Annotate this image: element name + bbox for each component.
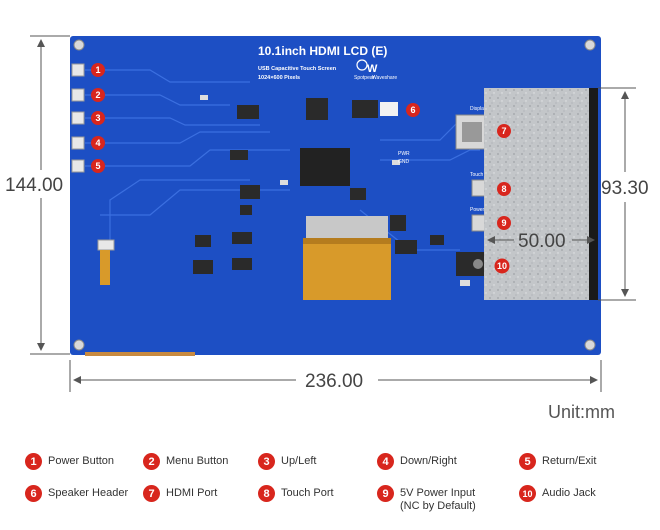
legend-item-7: 7 HDMI Port [143,485,217,502]
legend: 1 Power Button 2 Menu Button 3 Up/Left 4… [0,448,660,528]
legend-num: 2 [143,453,160,470]
legend-item-3: 3 Up/Left [258,453,316,470]
callout-2: 2 [91,88,105,102]
legend-num: 9 [377,485,394,502]
svg-text:9: 9 [501,218,506,228]
port-label-power: Power Only [470,207,496,213]
legend-label: Return/Exit [542,455,597,467]
pcb-traces [85,69,480,251]
dimension-width [69,360,602,392]
svg-text:6: 6 [410,105,415,115]
width-label: 236.00 [305,371,363,392]
legend-label: HDMI Port [166,487,218,499]
legend-label: Power Button [48,455,115,467]
logos: W Spotpear Waveshare [354,59,397,81]
svg-text:2: 2 [95,90,100,100]
legend-label: 5V Power Input (NC by Default) [400,487,476,512]
svg-text:8: 8 [501,184,506,194]
legend-item-6: 6 Speaker Header [25,485,128,502]
legend-label: Up/Left [281,455,317,467]
legend-label: Menu Button [166,455,229,467]
dimension-screen-height [598,87,636,301]
legend-num: 8 [258,485,275,502]
pwr-label: PWR [398,151,410,157]
board-resolution: 1024×600 Pixels [258,75,300,81]
svg-text:5: 5 [95,161,100,171]
legend-num: 7 [143,485,160,502]
legend-label: Audio Jack [542,487,596,499]
svg-text:10: 10 [497,261,507,271]
main-ic [300,148,350,186]
legend-num: 1 [25,453,42,470]
board-subtitle: USB Capacitive Touch Screen [258,66,337,72]
svg-text:7: 7 [501,126,506,136]
legend-label: Down/Right [400,455,457,467]
gnd-label: GND [398,159,410,165]
legend-item-2: 2 Menu Button [143,453,228,470]
side-buttons [71,63,85,173]
pcb-components: PWR GND [193,95,470,286]
callout-10: 10 [494,258,510,274]
dimension-height [30,35,70,355]
callout-9: 9 [497,216,511,230]
screen-edge [589,88,598,300]
callout-3: 3 [91,111,105,125]
screen-height-label: 93.30 [601,178,649,199]
legend-num: 6 [25,485,42,502]
fpc-ribbon [303,216,391,300]
legend-num: 3 [258,453,275,470]
legend-item-5: 5 Return/Exit [519,453,596,470]
svg-text:3: 3 [95,113,100,123]
port-label-touch: Touch [470,172,484,178]
height-label: 144.00 [5,175,63,196]
small-flex-cable [97,239,115,285]
unit-label: Unit:mm [548,402,615,422]
legend-item-8: 8 Touch Port [258,485,334,502]
callout-5: 5 [91,159,105,173]
callout-8: 8 [497,182,511,196]
legend-num: 4 [377,453,394,470]
waveshare-logo-icon: W [367,63,378,75]
legend-label: Speaker Header [48,487,129,499]
callout-7: 7 [497,124,511,138]
screen-offset-label: 50.00 [518,231,566,252]
svg-text:1: 1 [95,65,100,75]
audio-jack [456,252,486,276]
legend-num: 5 [519,453,536,470]
callout-4: 4 [91,136,105,150]
board-title: 10.1inch HDMI LCD (E) [258,44,387,58]
mounting-holes [73,39,596,351]
logo-text-spotpear: Spotpear [354,75,375,81]
legend-item-1: 1 Power Button [25,453,114,470]
logo-text-waveshare: Waveshare [372,75,397,81]
legend-label: Touch Port [281,487,334,499]
spotpear-logo-icon [356,59,368,71]
callout-6: 6 [406,103,420,117]
pcb-edge-strip [85,352,195,356]
callouts: 1 2 3 4 5 6 7 8 9 10 [91,63,511,274]
legend-item-9: 9 5V Power Input (NC by Default) [377,485,476,513]
callout-1: 1 [91,63,105,77]
legend-item-4: 4 Down/Right [377,453,457,470]
legend-item-10: 10 Audio Jack [519,485,596,502]
port-label-display: Display [470,106,487,112]
svg-text:4: 4 [95,138,100,148]
legend-num: 10 [519,485,536,502]
hdmi-port: Display [455,106,489,150]
